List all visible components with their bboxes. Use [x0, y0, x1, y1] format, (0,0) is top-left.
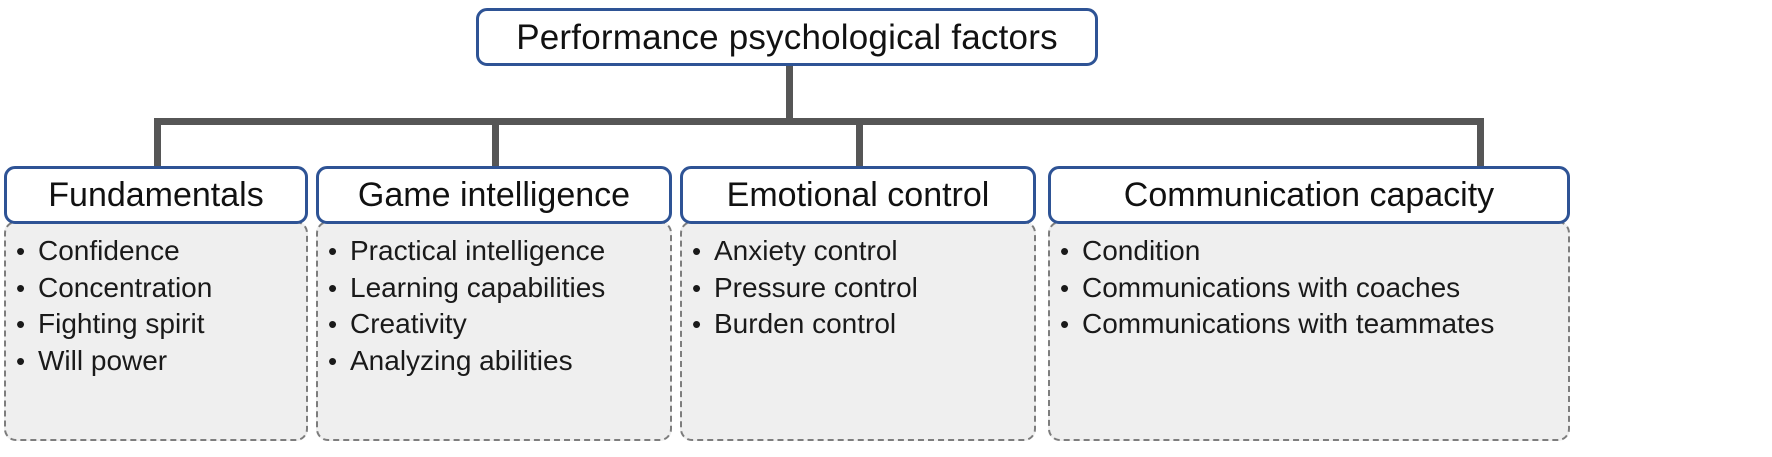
bullet-icon: •	[1060, 309, 1070, 340]
connector-drop-game-intelligence	[492, 118, 499, 170]
bullet-icon: •	[1060, 272, 1070, 303]
bullet-icon: •	[1060, 236, 1070, 266]
branch-title-emotional-control: Emotional control	[726, 176, 990, 214]
list-item: • Burden control	[692, 306, 1026, 343]
connector-drop-emotional-control	[856, 118, 863, 170]
list-item-label: Pressure control	[714, 271, 918, 303]
list-item: • Fighting spirit	[16, 306, 298, 343]
branch-communication-capacity: Communication capacity • Condition • Com…	[1048, 166, 1570, 441]
bullet-icon: •	[328, 236, 338, 266]
list-item: • Communications with teammates	[1060, 306, 1560, 343]
bullet-list-communication-capacity: • Condition • Communications with coache…	[1060, 233, 1560, 343]
root-node-performance-psychological-factors[interactable]: Performance psychological factors	[476, 8, 1098, 66]
branch-fundamentals: Fundamentals • Confidence • Concentratio…	[4, 166, 308, 441]
list-item: • Practical intelligence	[328, 233, 662, 270]
list-item: • Creativity	[328, 306, 662, 343]
list-item-label: Burden control	[714, 308, 897, 340]
bullet-icon: •	[692, 309, 702, 340]
list-item: • Communications with coaches	[1060, 270, 1560, 307]
branch-body-emotional-control: • Anxiety control • Pressure control • B…	[680, 221, 1036, 441]
branch-title-fundamentals: Fundamentals	[48, 176, 264, 214]
list-item-label: Concentration	[38, 271, 213, 303]
list-item: • Pressure control	[692, 270, 1026, 307]
bullet-list-game-intelligence: • Practical intelligence • Learning capa…	[328, 233, 662, 380]
list-item-label: Will power	[38, 345, 168, 377]
branch-body-communication-capacity: • Condition • Communications with coache…	[1048, 221, 1570, 441]
branch-header-game-intelligence[interactable]: Game intelligence	[316, 166, 672, 224]
connector-drop-fundamentals	[154, 118, 161, 170]
list-item: • Will power	[16, 343, 298, 380]
branch-body-game-intelligence: • Practical intelligence • Learning capa…	[316, 221, 672, 441]
list-item: • Learning capabilities	[328, 270, 662, 307]
list-item-label: Anxiety control	[714, 235, 898, 266]
list-item-label: Analyzing abilities	[350, 345, 573, 377]
bullet-icon: •	[16, 272, 26, 303]
bullet-icon: •	[328, 309, 338, 340]
bullet-icon: •	[328, 272, 338, 303]
connector-horizontal-bus	[154, 118, 1484, 125]
branch-header-communication-capacity[interactable]: Communication capacity	[1048, 166, 1570, 224]
list-item-label: Practical intelligence	[350, 235, 606, 266]
list-item-label: Learning capabilities	[350, 271, 606, 303]
connector-drop-communication-capacity	[1477, 118, 1484, 170]
branch-body-fundamentals: • Confidence • Concentration • Fighting …	[4, 221, 308, 441]
list-item-label: Communications with teammates	[1082, 308, 1495, 340]
list-item-label: Fighting spirit	[38, 308, 205, 340]
branch-game-intelligence: Game intelligence • Practical intelligen…	[316, 166, 672, 441]
list-item: • Confidence	[16, 233, 298, 270]
branch-header-fundamentals[interactable]: Fundamentals	[4, 166, 308, 224]
branch-title-game-intelligence: Game intelligence	[357, 176, 631, 214]
list-item: • Condition	[1060, 233, 1560, 270]
list-item: • Anxiety control	[692, 233, 1026, 270]
list-item-label: Creativity	[350, 308, 467, 340]
branch-header-emotional-control[interactable]: Emotional control	[680, 166, 1036, 224]
list-item: • Concentration	[16, 270, 298, 307]
bullet-list-emotional-control: • Anxiety control • Pressure control • B…	[692, 233, 1026, 343]
bullet-icon: •	[692, 272, 702, 303]
bullet-icon: •	[692, 236, 702, 266]
bullet-icon: •	[16, 236, 26, 266]
list-item-label: Communications with coaches	[1082, 271, 1461, 303]
bullet-icon: •	[16, 346, 26, 377]
branch-title-communication-capacity: Communication capacity	[1123, 176, 1495, 214]
bullet-icon: •	[16, 309, 26, 340]
bullet-list-fundamentals: • Confidence • Concentration • Fighting …	[16, 233, 298, 380]
list-item-label: Condition	[1082, 235, 1201, 266]
list-item: • Analyzing abilities	[328, 343, 662, 380]
connector-trunk-vertical	[786, 66, 793, 124]
list-item-label: Confidence	[38, 235, 180, 266]
branch-emotional-control: Emotional control • Anxiety control • Pr…	[680, 166, 1036, 441]
root-node-label: Performance psychological factors	[516, 17, 1058, 57]
bullet-icon: •	[328, 346, 338, 377]
